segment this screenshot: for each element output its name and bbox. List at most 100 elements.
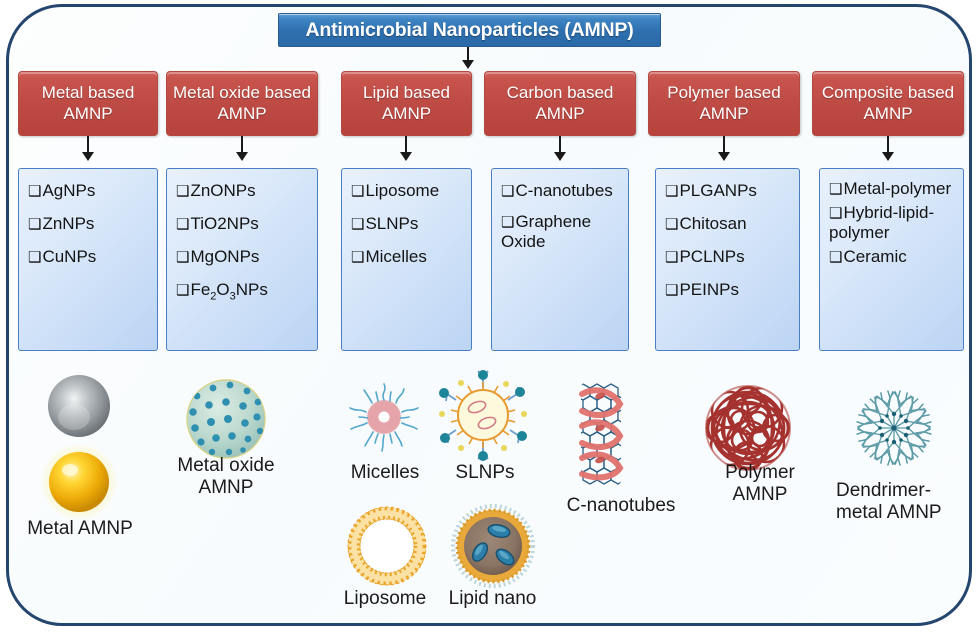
- square-bullet-icon: ❑: [665, 183, 679, 200]
- diagram-title-label: Antimicrobial Nanoparticles (AMNP): [305, 18, 634, 41]
- connector-arrowhead-composite: [882, 152, 894, 161]
- list-item-label: MgONPs: [190, 247, 260, 267]
- square-bullet-icon: ❑: [665, 216, 679, 234]
- category-label-carbon: Carbon based AMNP: [506, 82, 614, 123]
- list-item-label: Metal-polymer: [843, 179, 952, 198]
- liposome-figure: [347, 506, 427, 586]
- connector-line-lipid: [405, 136, 407, 154]
- square-bullet-icon: ❑: [829, 205, 843, 223]
- category-box-carbon[interactable]: Carbon based AMNP: [484, 71, 636, 136]
- list-item: ❑PLGANPs: [665, 181, 793, 201]
- list-item: ❑CuNPs: [28, 247, 151, 267]
- diagram-title: Antimicrobial Nanoparticles (AMNP): [278, 13, 661, 47]
- list-item: ❑ZnNPs: [28, 214, 151, 234]
- square-bullet-icon: ❑: [28, 249, 42, 267]
- list-item-label: ZnNPs: [42, 214, 95, 234]
- category-label-metal-oxide: Metal oxide based AMNP: [173, 82, 311, 123]
- metal-oxide-amnp-caption-label: Metal oxide AMNP: [177, 455, 275, 499]
- title-trunk-arrowhead: [462, 60, 474, 69]
- category-box-polymer[interactable]: Polymer based AMNP: [648, 71, 800, 136]
- connector-arrowhead-metal-oxide: [236, 152, 248, 161]
- slnps-figure: [439, 370, 527, 461]
- dendrimer-metal-amnp-figure: [852, 386, 936, 470]
- c-nanotubes-figure: [579, 383, 624, 485]
- square-bullet-icon: ❑: [176, 183, 190, 200]
- list-item-label: AgNPs: [42, 181, 96, 200]
- micelles-tails: [349, 383, 419, 452]
- slnps-caption: SLNPs: [435, 462, 535, 484]
- square-bullet-icon: ❑: [829, 181, 843, 198]
- list-item: ❑Fe2O3NPs: [176, 280, 311, 303]
- metal-oxide-amnp-figure: [186, 379, 266, 459]
- square-bullet-icon: ❑: [829, 249, 843, 267]
- metal-amnp-figure: [40, 375, 118, 521]
- connector-arrowhead-lipid: [400, 152, 412, 161]
- list-item-label: Hybrid-lipid-polymer: [829, 203, 935, 243]
- list-item: ❑Metal-polymer: [829, 179, 957, 199]
- list-item: ❑PEINPs: [665, 280, 793, 300]
- c-nanotubes-caption-label: C-nanotubes: [566, 495, 676, 516]
- liposome-caption: Liposome: [325, 588, 445, 610]
- list-item: ❑MgONPs: [176, 247, 311, 267]
- list-item: ❑Ceramic: [829, 247, 957, 267]
- connector-line-metal-oxide: [241, 136, 243, 154]
- connector-arrowhead-carbon: [554, 152, 566, 161]
- list-item: ❑Liposome: [351, 181, 465, 201]
- list-item-label: PEINPs: [679, 280, 739, 300]
- lipid-nano-caption: Lipid nano: [430, 588, 555, 610]
- category-label-polymer: Polymer based AMNP: [667, 82, 781, 123]
- list-item-label: PCLNPs: [679, 247, 745, 267]
- list-box-lipid: ❑Liposome ❑SLNPs ❑Micelles: [341, 168, 472, 351]
- slnps-caption-label: SLNPs: [455, 462, 515, 483]
- metal-amnp-caption: Metal AMNP: [20, 518, 140, 540]
- lipid-nano-caption-label: Lipid nano: [448, 588, 537, 609]
- category-label-metal: Metal based AMNP: [41, 82, 135, 123]
- connector-line-carbon: [559, 136, 561, 154]
- polymer-amnp-caption-label: Polymer AMNP: [725, 462, 795, 506]
- list-item: ❑Micelles: [351, 247, 465, 267]
- dendrimer-metal-amnp-caption: Dendrimer-metal AMNP: [836, 480, 964, 525]
- square-bullet-icon: ❑: [176, 282, 190, 300]
- connector-line-composite: [887, 136, 889, 154]
- square-bullet-icon: ❑: [501, 214, 515, 232]
- category-box-composite[interactable]: Composite based AMNP: [812, 71, 964, 136]
- connector-arrowhead-metal: [82, 152, 94, 161]
- list-item-label: Fe2O3NPs: [190, 280, 268, 303]
- square-bullet-icon: ❑: [351, 183, 365, 200]
- square-bullet-icon: ❑: [351, 216, 365, 234]
- category-box-metal[interactable]: Metal based AMNP: [18, 71, 158, 136]
- square-bullet-icon: ❑: [176, 249, 190, 267]
- lipid-nano-figure: [451, 504, 535, 588]
- list-box-composite: ❑Metal-polymer ❑Hybrid-lipid-polymer ❑Ce…: [819, 168, 964, 351]
- list-item: ❑AgNPs: [28, 181, 151, 201]
- square-bullet-icon: ❑: [28, 183, 42, 200]
- c-nanotubes-caption: C-nanotubes: [546, 495, 696, 517]
- list-item: ❑SLNPs: [351, 214, 465, 234]
- list-item-label: CuNPs: [42, 247, 97, 267]
- list-item: ❑Hybrid-lipid-polymer: [829, 203, 957, 243]
- square-bullet-icon: ❑: [351, 249, 365, 267]
- metal-amnp-caption-label: Metal AMNP: [27, 518, 133, 539]
- connector-line-metal: [87, 136, 89, 154]
- liposome-caption-label: Liposome: [343, 588, 427, 609]
- list-item-label: Ceramic: [843, 247, 907, 267]
- list-item-label: TiO2NPs: [190, 214, 259, 234]
- list-item: ❑PCLNPs: [665, 247, 793, 267]
- square-bullet-icon: ❑: [176, 216, 190, 234]
- micelles-caption: Micelles: [330, 462, 440, 484]
- list-item: ❑Graphene Oxide: [501, 212, 622, 252]
- category-box-metal-oxide[interactable]: Metal oxide based AMNP: [166, 71, 318, 136]
- list-item: ❑TiO2NPs: [176, 214, 311, 234]
- list-item: ❑ZnONPs: [176, 181, 311, 201]
- polymer-amnp-figure: [705, 385, 791, 471]
- list-box-metal: ❑AgNPs ❑ZnNPs ❑CuNPs: [18, 168, 158, 351]
- metal-oxide-amnp-caption: Metal oxide AMNP: [166, 455, 286, 500]
- category-box-lipid[interactable]: Lipid based AMNP: [341, 71, 472, 136]
- square-bullet-icon: ❑: [665, 249, 679, 267]
- polymer-amnp-caption: Polymer AMNP: [700, 462, 820, 507]
- list-item-label: Chitosan: [679, 214, 747, 234]
- list-item-label: ZnONPs: [190, 181, 256, 200]
- square-bullet-icon: ❑: [665, 282, 679, 300]
- title-trunk-line: [467, 47, 469, 63]
